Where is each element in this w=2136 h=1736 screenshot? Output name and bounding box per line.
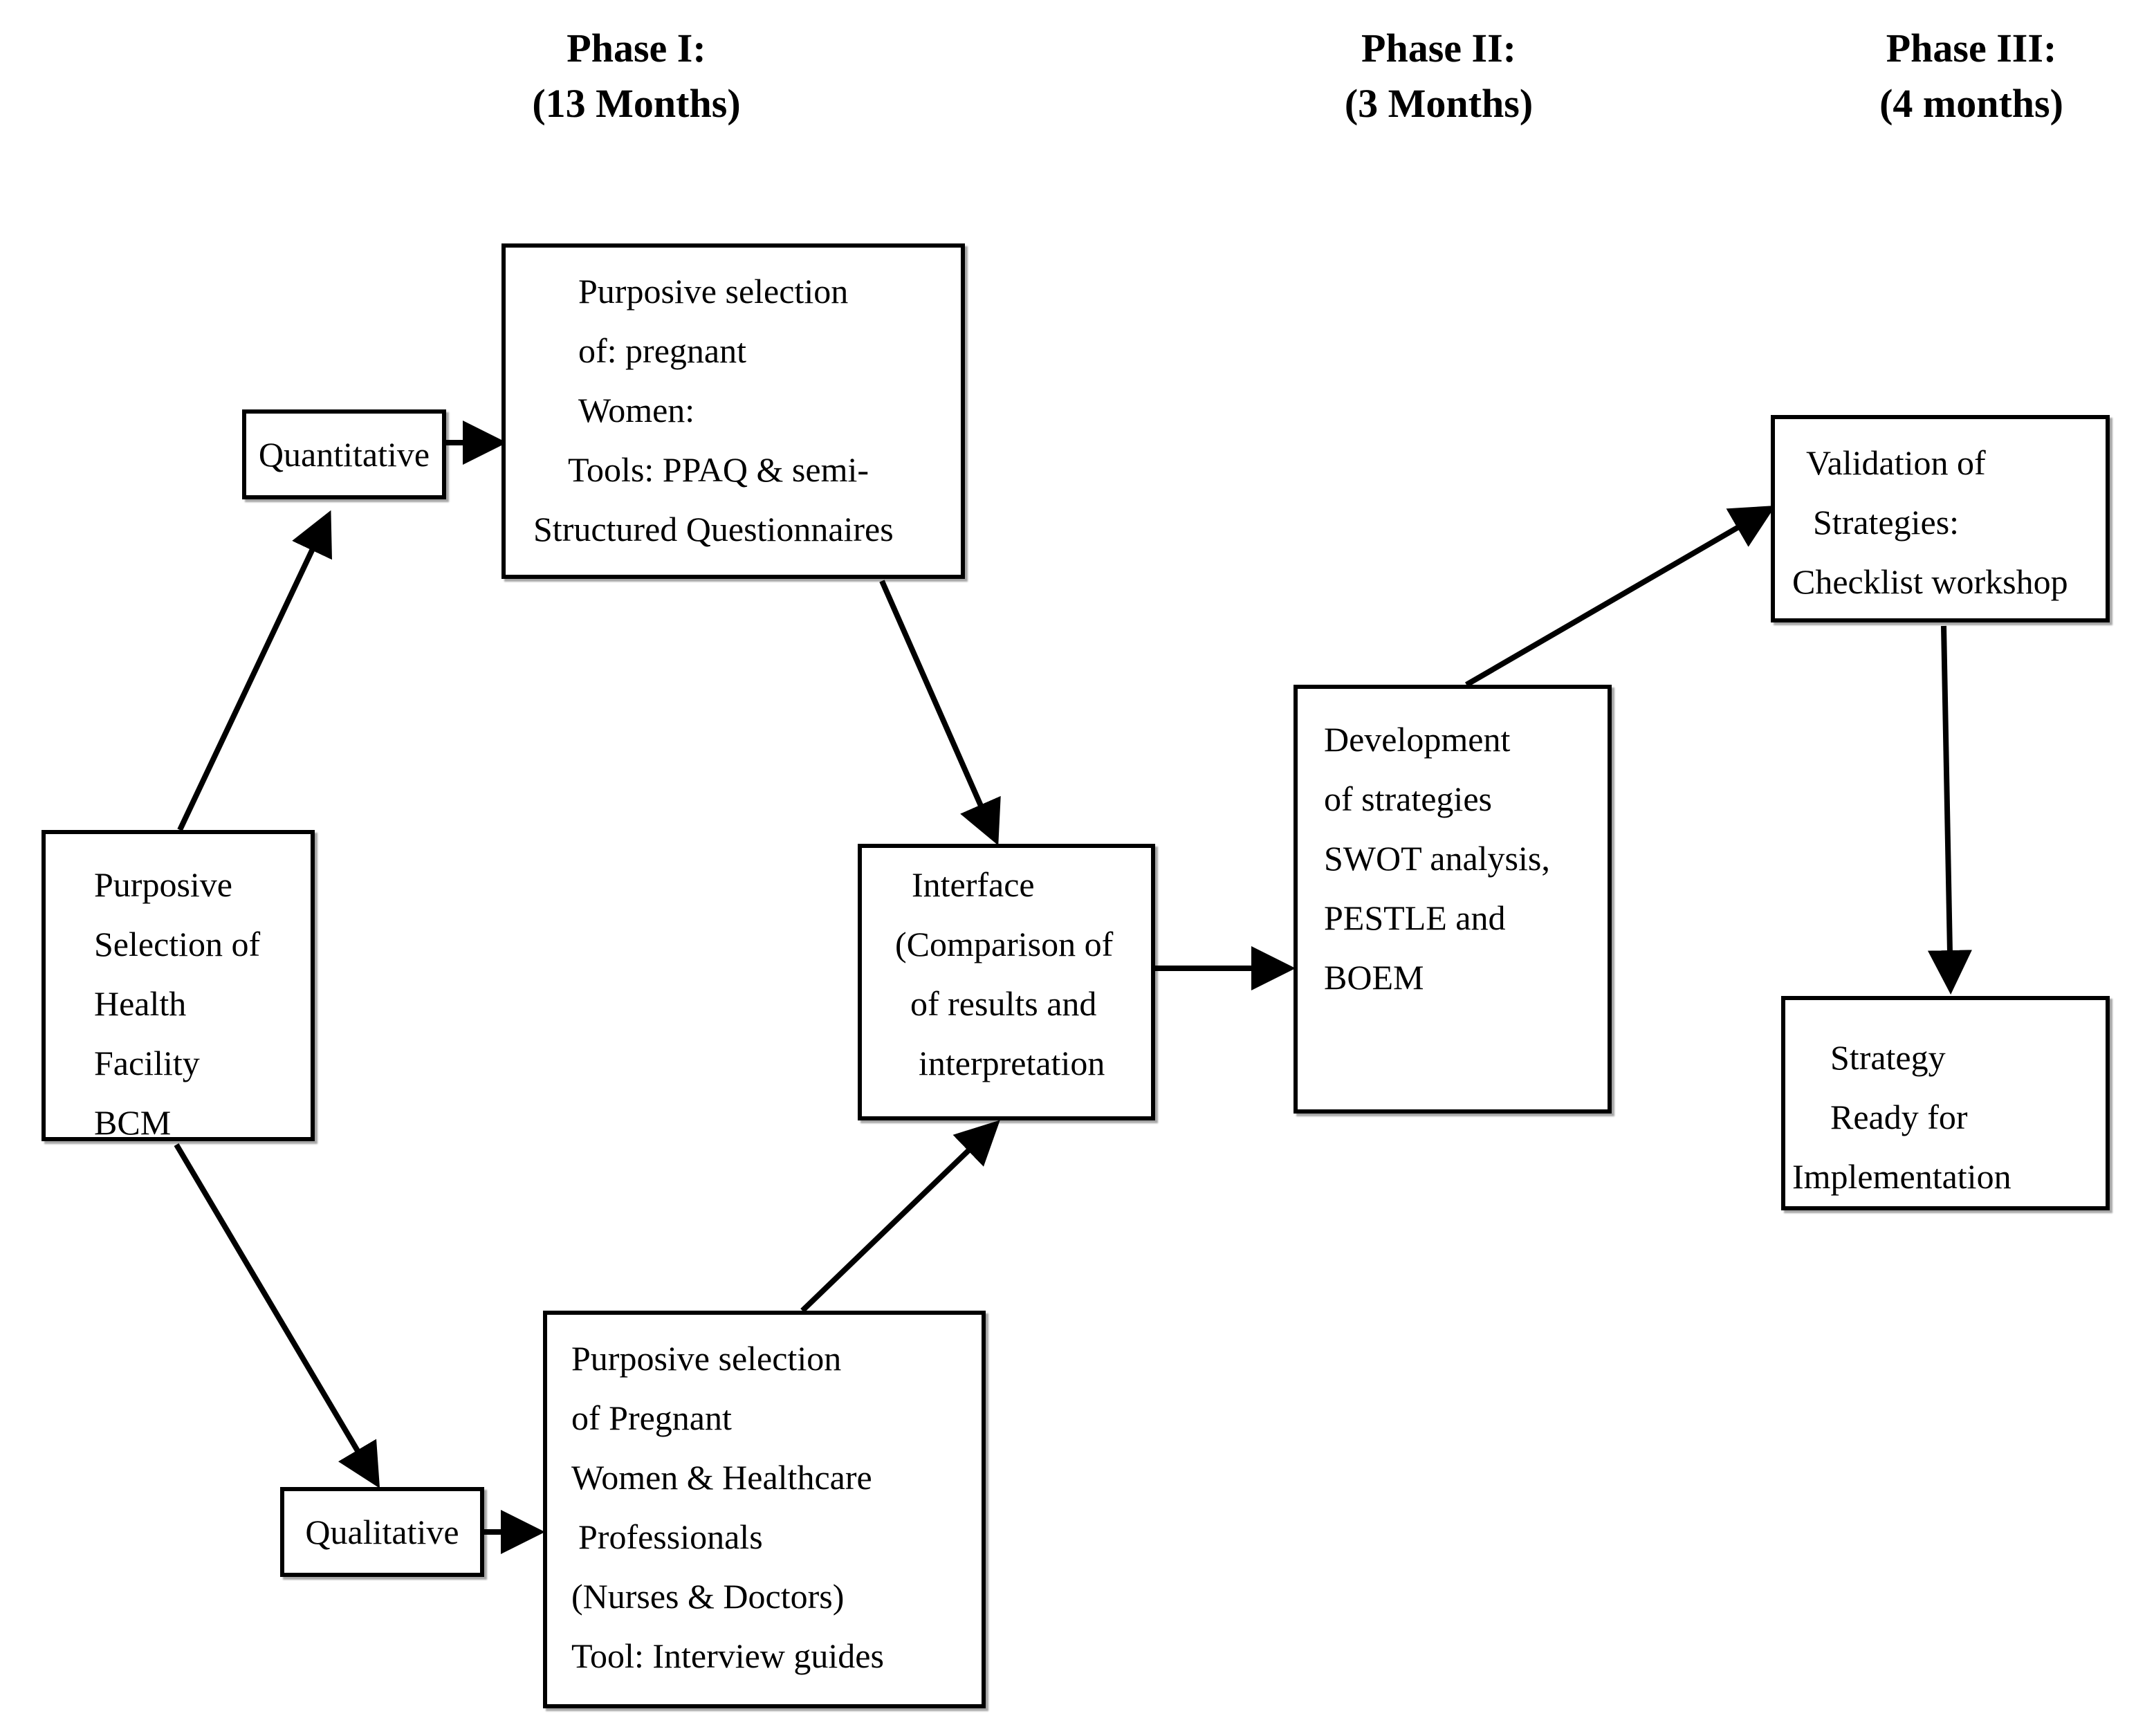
qualitative-selection-box: Purposive selection of Pregnant Women & … (543, 1311, 986, 1708)
quantitative-label: Quantitative (258, 435, 430, 474)
validation-line-3: Checklist workshop (1792, 562, 2068, 601)
phase-1-duration: (13 Months) (532, 81, 741, 126)
qual-selection-line-6: Tool: Interview guides (571, 1636, 884, 1675)
phase-1-title: Phase I: (567, 26, 706, 71)
phase-2-duration: (3 Months) (1344, 81, 1534, 126)
quant-selection-line-4: Tools: PPAQ & semi- (568, 450, 869, 489)
arrow-facility-to-qualitative (174, 1143, 380, 1488)
quantitative-selection-box: Purposive selection of: pregnant Women: … (501, 243, 965, 579)
arrow-qual-selection-to-interface (800, 1120, 1000, 1313)
interface-line-1: Interface (912, 865, 1035, 904)
development-line-5: BOEM (1324, 958, 1424, 997)
phase-2-header: Phase II: (3 Months) (1293, 21, 1584, 131)
validation-line-2: Strategies: (1813, 503, 1960, 542)
facility-line-5: BCM (94, 1103, 172, 1142)
facility-line-1: Purposive (94, 865, 232, 904)
strategy-development-box: Development of strategies SWOT analysis,… (1293, 685, 1612, 1114)
interface-line-3: of results and (910, 984, 1097, 1023)
quant-selection-line-1: Purposive selection (578, 272, 849, 311)
qualitative-box: Qualitative (280, 1487, 484, 1577)
development-line-4: PESTLE and (1324, 898, 1506, 937)
arrow-validation-to-ready (1927, 625, 1972, 995)
qual-selection-line-5: (Nurses & Doctors) (571, 1577, 845, 1616)
qual-selection-line-3: Women & Healthcare (571, 1458, 872, 1497)
quant-selection-line-2: of: pregnant (578, 331, 746, 370)
ready-line-2: Ready for (1830, 1098, 1968, 1136)
phase-1-header: Phase I: (13 Months) (470, 21, 802, 131)
development-line-2: of strategies (1324, 779, 1492, 818)
strategy-validation-box: Validation of Strategies: Checklist work… (1771, 415, 2110, 622)
quant-selection-line-3: Women: (578, 391, 695, 430)
interface-box: Interface (Comparison of of results and … (858, 844, 1155, 1120)
strategy-ready-box: Strategy Ready for Implementation (1781, 996, 2110, 1210)
facility-line-3: Health (94, 984, 187, 1023)
arrow-quant-selection-to-interface (879, 580, 1001, 846)
phase-3-header: Phase III: (4 months) (1826, 21, 2117, 131)
arrow-development-to-validation (1464, 505, 1776, 687)
development-line-1: Development (1324, 720, 1511, 759)
quant-selection-line-5: Structured Questionnaires (533, 510, 894, 548)
qual-selection-line-1: Purposive selection (571, 1339, 842, 1378)
phase-2-title: Phase II: (1361, 26, 1516, 71)
validation-line-1: Validation of (1806, 443, 1986, 482)
ready-line-1: Strategy (1830, 1038, 1946, 1077)
arrow-facility-to-quantitative (177, 510, 333, 831)
interface-line-4: interpretation (919, 1044, 1105, 1082)
phase-3-title: Phase III: (1886, 26, 2057, 71)
quantitative-box: Quantitative (242, 409, 446, 499)
facility-line-4: Facility (94, 1044, 200, 1082)
qual-selection-line-4: Professionals (578, 1517, 763, 1556)
facility-line-2: Selection of (94, 925, 261, 963)
interface-line-2: (Comparison of (895, 925, 1114, 963)
qualitative-label: Qualitative (305, 1513, 459, 1551)
development-line-3: SWOT analysis, (1324, 839, 1550, 878)
qual-selection-line-2: of Pregnant (571, 1398, 732, 1437)
ready-line-3: Implementation (1792, 1157, 2011, 1196)
phase-3-duration: (4 months) (1879, 81, 2063, 126)
health-facility-selection-box: Purposive Selection of Health Facility B… (42, 830, 315, 1142)
